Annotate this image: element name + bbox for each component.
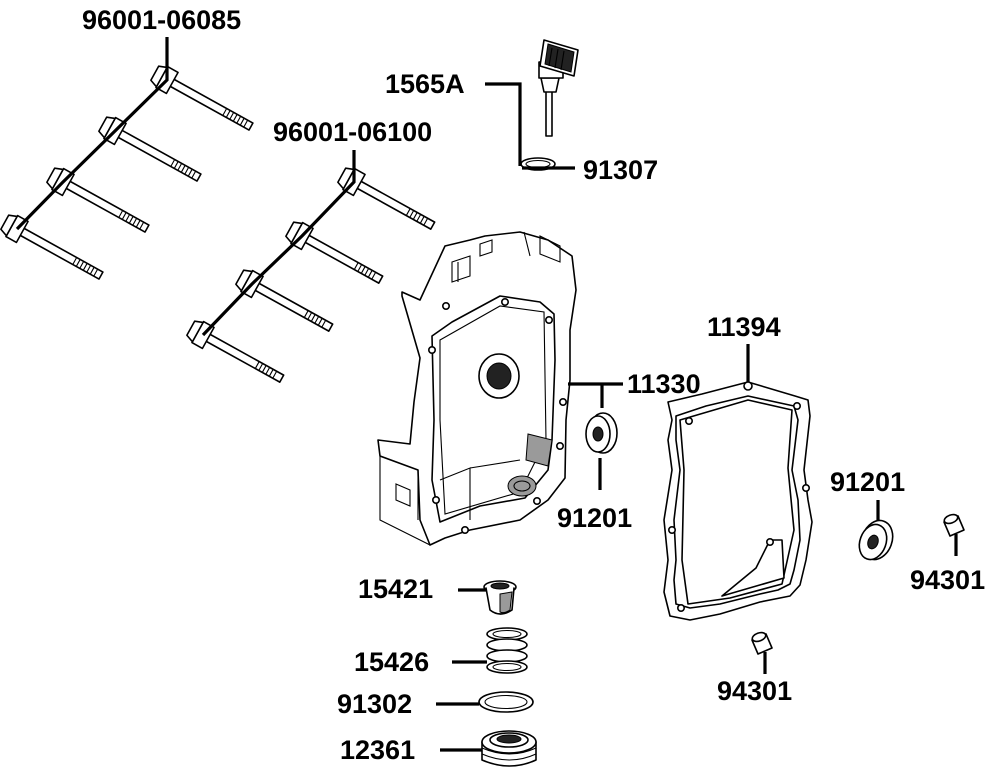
spring [452, 627, 528, 674]
drain-plug [440, 730, 537, 767]
label-spring: 15426 [354, 647, 429, 677]
label-seal-left: 91201 [557, 503, 632, 533]
label-gasket: 11394 [707, 312, 781, 342]
dipstick [485, 39, 579, 171]
bolt [186, 320, 285, 383]
leader-dipstick [485, 82, 522, 166]
label-seal-right: 91201 [830, 467, 905, 497]
bolt [0, 214, 104, 280]
short-bolts [186, 150, 436, 383]
label-dowel-right: 94301 [910, 565, 985, 595]
bolt [285, 221, 384, 284]
label-cover: 11330 [627, 369, 701, 399]
oil-seal-right [858, 500, 894, 561]
label-dipstick-oring: 91307 [583, 155, 658, 185]
label-drain-oring: 91302 [337, 689, 412, 719]
label-bolts-short: 96001-06100 [273, 117, 432, 147]
bolt [337, 167, 436, 230]
label-strainer: 15421 [358, 574, 433, 604]
long-bolts [0, 37, 254, 280]
bolt [235, 269, 334, 332]
oil-strainer [458, 580, 517, 615]
crankcase-cover [377, 231, 623, 546]
label-bolts-long: 96001-06085 [82, 5, 241, 35]
bolt [98, 116, 202, 182]
label-drain-plug: 12361 [340, 735, 415, 765]
drain-o-ring [436, 691, 534, 713]
leader-bolts-short [201, 150, 356, 337]
gasket [663, 344, 813, 621]
dowel-pin-bottom [751, 631, 773, 674]
label-dowel-bottom: 94301 [717, 676, 792, 706]
leader-bolts-long [15, 37, 169, 231]
label-dipstick: 1565A [385, 69, 465, 99]
bolt [46, 167, 150, 233]
oil-seal-left [585, 412, 618, 490]
bolt [150, 65, 254, 131]
dowel-pin-right [943, 513, 965, 556]
